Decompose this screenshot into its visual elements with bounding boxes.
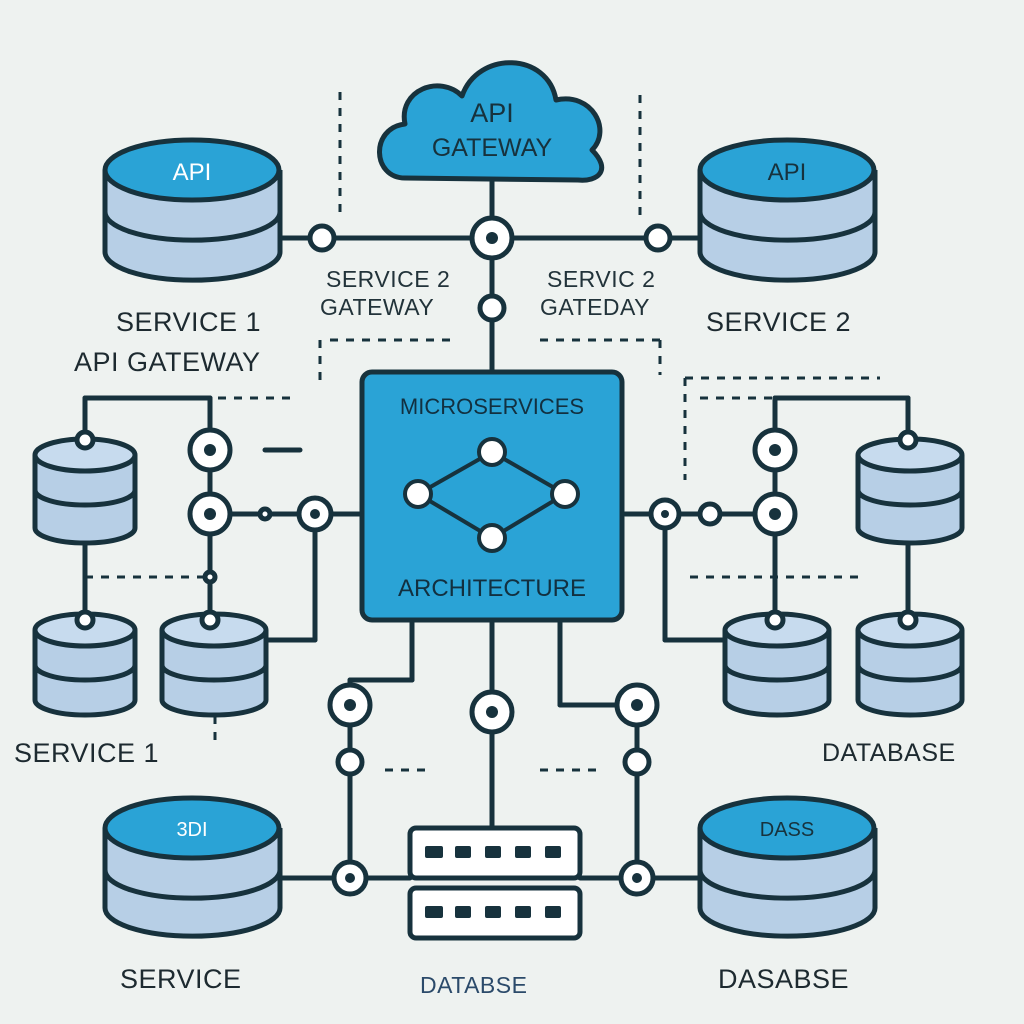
edge-label-left-line2: GATEWAY (320, 294, 435, 320)
bottom-left-label: SERVICE (120, 964, 242, 994)
edge-label-right-line1: SERVIC 2 (547, 266, 656, 292)
database-icon-bottom-left (102, 795, 283, 939)
database-icon-bottom-right (697, 795, 878, 939)
top-right-label: SERVICE 2 (706, 307, 852, 337)
top-right-cap: API (768, 159, 807, 186)
left-cluster-label: SERVICE 1 (14, 738, 160, 768)
top-left-sublabel: API GATEWAY (74, 347, 261, 377)
database-icon-small (32, 436, 965, 718)
bottom-center-label: DATABSE (420, 972, 528, 998)
edge-label-left-line1: SERVICE 2 (326, 266, 451, 292)
server-icon (407, 825, 583, 941)
top-left-cap: API (173, 159, 212, 186)
top-left-label: SERVICE 1 (116, 307, 262, 337)
database-icon-top-left (102, 137, 283, 283)
gateway-line2: GATEWAY (432, 134, 553, 162)
edge-label-right-line2: GATEDAY (540, 294, 650, 320)
right-cluster-label: DATABASE (822, 739, 956, 767)
dashed-guides (85, 92, 905, 772)
bottom-left-cap: 3DI (176, 819, 207, 841)
microservices-box (359, 369, 625, 623)
bottom-right-cap: DASS (760, 819, 814, 841)
connector-node-dots (204, 232, 781, 883)
database-icon-top-right (697, 137, 878, 283)
gateway-line1: API (470, 98, 514, 128)
center-title: MICROSERVICES (400, 394, 584, 419)
cloud-icon (377, 60, 605, 183)
bottom-right-label: DASABSE (718, 964, 850, 994)
center-subtitle: ARCHITECTURE (398, 575, 586, 602)
network-graph-icon (403, 437, 580, 553)
